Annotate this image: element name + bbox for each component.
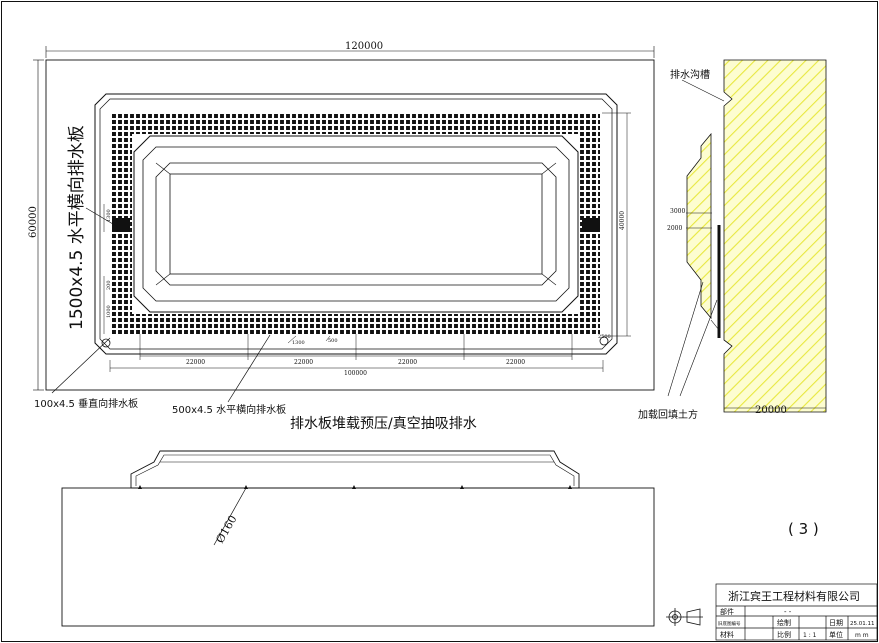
tb-date-value: 25.01.11 xyxy=(850,621,875,627)
tb-scale-label: 比例 xyxy=(777,630,791,639)
tb-scale-value: 1 : 1 xyxy=(803,632,817,639)
tb-part-label: 部件 xyxy=(720,607,734,616)
leader-vertical-drain xyxy=(51,337,111,394)
dim-small-b: 500 xyxy=(328,338,338,344)
plan-view xyxy=(33,46,655,403)
dim-seg-3: 22000 xyxy=(398,359,417,366)
tb-date-label: 日期 xyxy=(829,619,843,627)
drainage-grid xyxy=(112,114,600,334)
tb-drawn-label: 绘制 xyxy=(777,618,791,627)
dim-side-c: 1000 xyxy=(106,305,112,318)
dim-small-a: 1300 xyxy=(292,340,305,346)
dim-seg-4: 22000 xyxy=(506,359,525,366)
dim-total-width: 120000 xyxy=(345,41,383,52)
leader-horizontal-small xyxy=(227,334,271,403)
company-name: 浙江宾王工程材料有限公司 xyxy=(728,589,860,603)
dim-20000: 20000 xyxy=(755,405,787,416)
sheet-number: ( 3 ) xyxy=(788,520,819,538)
tb-part-value: - - xyxy=(784,608,792,616)
drawing-title: 排水板堆载预压/真空抽吸排水 xyxy=(290,416,477,432)
dim-diameter: Ø160 xyxy=(213,513,239,545)
dim-seg-1: 22000 xyxy=(186,359,205,366)
dim-3000: 3000 xyxy=(670,208,685,215)
label-ditch: 排水沟槽 xyxy=(670,68,710,81)
label-fill: 加载回填土方 xyxy=(638,408,698,421)
label-horizontal-large: 1500x4.5 水平横向排水板 xyxy=(67,125,87,330)
dim-side-b: 200 xyxy=(106,280,112,290)
title-block xyxy=(715,583,878,641)
label-vertical-drain: 100x4.5 垂直向排水板 xyxy=(34,397,138,410)
dim-2000: 2000 xyxy=(667,225,682,232)
dim-side-a: 1300 xyxy=(106,209,112,222)
tb-unit-value: m m xyxy=(855,632,869,639)
ground-block xyxy=(61,487,655,627)
fill-trapezoid xyxy=(686,132,712,320)
tb-material-label: 材料 xyxy=(720,630,734,639)
dim-seg-2: 22000 xyxy=(294,359,313,366)
dim-corner: 2500 xyxy=(598,334,611,340)
tb-unit-label: 单位 xyxy=(829,630,843,639)
projection-symbol xyxy=(666,608,703,626)
dim-inner-width: 100000 xyxy=(344,370,367,377)
tb-old-drawing-label: 旧底图编号 xyxy=(718,620,741,627)
section-view xyxy=(667,59,827,413)
dim-inner-height: 40000 xyxy=(619,211,626,230)
site-outline xyxy=(45,59,655,391)
elevation-view xyxy=(61,450,655,627)
soil-wall xyxy=(723,59,827,413)
dim-total-height: 60000 xyxy=(28,206,39,238)
leader-horizontal-large xyxy=(85,207,119,228)
label-horizontal-small: 500x4.5 水平横向排水板 xyxy=(172,403,286,416)
